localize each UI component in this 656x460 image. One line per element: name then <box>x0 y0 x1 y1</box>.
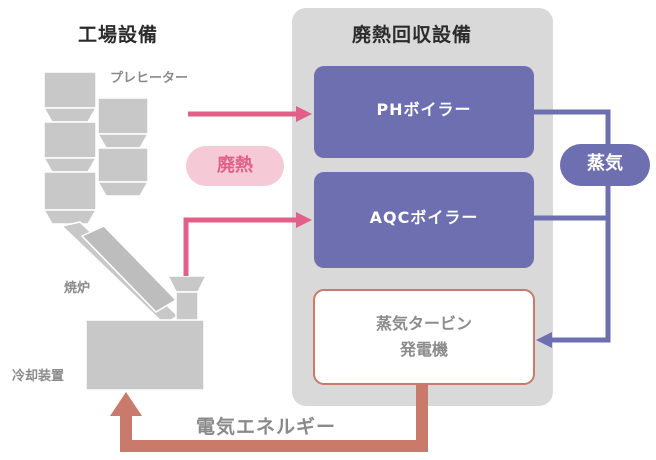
aqc-boiler-box <box>314 172 534 268</box>
recovery-title: 廃熱回収設備 <box>352 24 473 46</box>
steam-pill <box>560 144 650 186</box>
ph-boiler-label: PHボイラー <box>376 100 472 119</box>
cooler-label: 冷却装置 <box>12 369 65 384</box>
kiln-pipe <box>60 221 180 325</box>
electric-energy-label: 電気エネルギー <box>196 416 337 438</box>
turbine-box <box>313 289 535 385</box>
steam-arrowhead <box>536 332 552 348</box>
waste-heat-pill <box>186 146 284 186</box>
cooler-body <box>85 319 205 391</box>
waste-heat-arrow-aqc <box>183 212 312 276</box>
steam-label: 蒸気 <box>587 153 623 174</box>
kiln-label: 焼炉 <box>64 281 91 296</box>
ph-boiler-box <box>314 66 534 158</box>
preheater-tower-left <box>42 71 98 225</box>
turbine-label: 蒸気タービン <box>375 314 472 333</box>
factory-title: 工場設備 <box>78 24 159 46</box>
cooler-hopper <box>166 275 208 323</box>
preheater-tower-right <box>96 97 150 197</box>
electric-energy-arrow <box>110 384 428 452</box>
preheater-label: プレヒーター <box>110 71 189 86</box>
waste-heat-arrow-ph <box>188 106 312 122</box>
generator-label: 発電機 <box>399 340 448 359</box>
aqc-boiler-label: AQCボイラー <box>369 208 479 227</box>
steam-line <box>534 109 611 343</box>
waste-heat-label: 廃熱 <box>217 155 253 176</box>
